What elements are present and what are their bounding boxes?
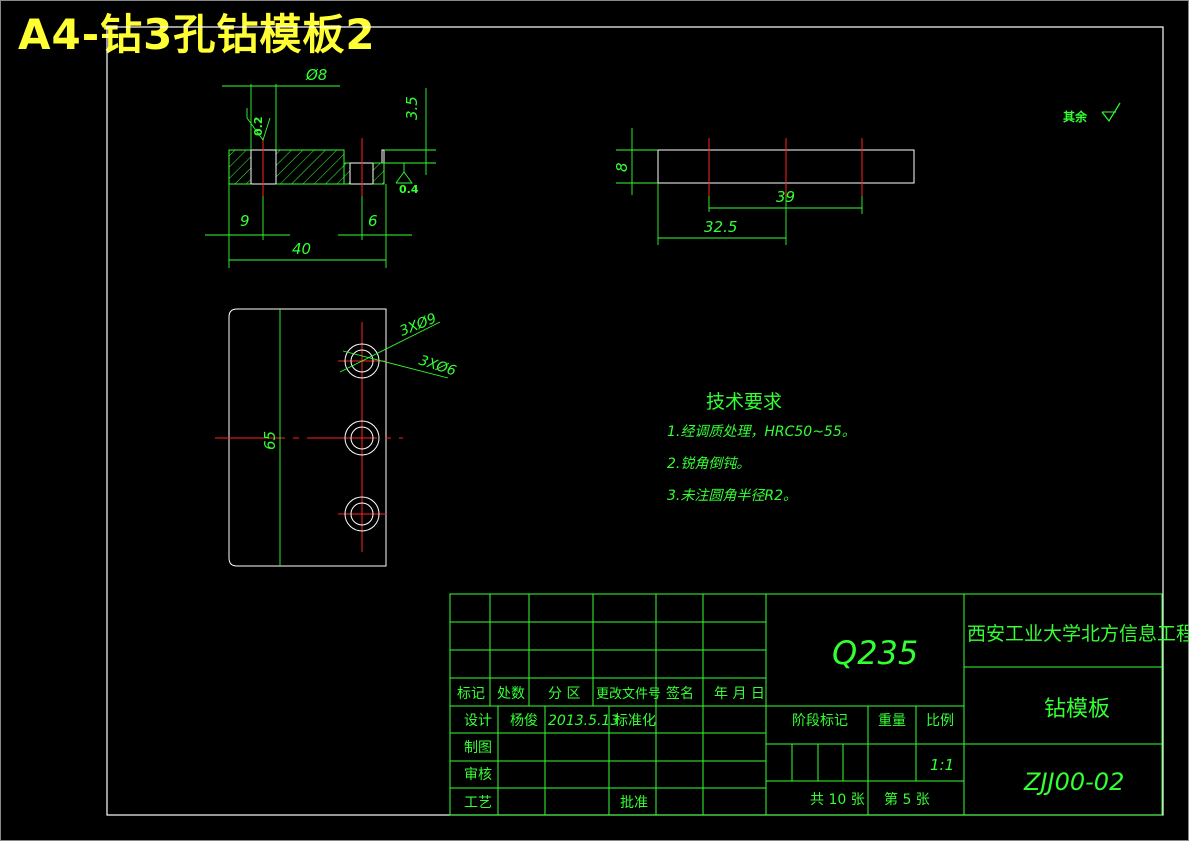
section-hatch-mid [275,149,345,185]
lbl-approve: 批准 [620,795,648,811]
hdr-nianyueri: 年 月 日 [714,686,765,702]
val-date: 2013.5.13 [548,713,619,729]
dim-right6: 6 [368,212,378,230]
hdr-biaoji: 标记 [457,686,485,702]
dim-left9: 9 [240,212,250,230]
company-name: 西安工业大学北方信息工程学院 [967,623,1189,645]
material: Q235 [832,634,918,672]
val-sheets: 共 10 张 [810,792,865,808]
hole-mid-inner [350,426,374,450]
lbl-process: 工艺 [464,795,492,811]
lbl-design: 设计 [464,713,492,729]
tech-req-item-3: 3.未注圆角半径R2。 [667,488,797,504]
lbl-weight: 重量 [878,713,906,729]
hdr-chushu: 处数 [497,686,525,702]
dim-overall40: 40 [292,240,311,258]
part-name: 钻模板 [1044,697,1110,722]
tech-req-heading: 技术要求 [706,391,782,413]
val-designer: 杨俊 [510,713,538,729]
plan-view-outline [228,308,387,567]
roughness-check-icon [1101,102,1121,123]
qiyu-label: 其余 [1063,109,1088,124]
tech-req-item-1: 1.经调质处理，HRC50~55。 [667,424,856,440]
val-scale: 1:1 [930,756,954,774]
hdr-qianming: 签名 [666,685,694,702]
val-sheet-no: 第 5 张 [884,791,930,808]
drill-holes [344,343,380,532]
lbl-draw: 制图 [464,740,492,756]
title-block-grid [449,593,1163,816]
dim-65: 65 [261,431,279,450]
tech-req-item-2: 2.锐角倒钝。 [667,456,750,472]
hole-bottom-outer [344,496,380,532]
hole-top-outer [344,343,380,379]
hdr-fenqu: 分 区 [548,686,580,702]
hole-top-inner [350,349,374,373]
front-view-dimensions [205,84,436,268]
side-view-dimensions [616,128,863,245]
roughness-default-mark: 其余 [1063,102,1121,124]
drawing-number: ZJJ00-02 [1023,768,1124,796]
lbl-standard: 标准化 [614,713,656,729]
lbl-review: 审核 [464,767,492,783]
hole-mid-outer [344,420,380,456]
lbl-stage: 阶段标记 [792,713,848,729]
dim-32-5: 32.5 [704,218,737,236]
front-view [228,149,385,185]
plan-view-dimensions [279,309,449,566]
dim-depth: 3.5 [403,96,421,120]
section-hatch-mid2 [343,162,351,185]
dim-39: 39 [776,188,795,206]
lbl-scale: 比例 [926,713,954,729]
hole-bottom-inner [350,502,374,526]
section-hatch-right [372,162,385,185]
dim-thickness: 8 [613,162,631,172]
dim-dia8: Ø8 [305,66,327,84]
ra-face: 0.4 [399,183,419,196]
dim-hole1: 3XØ9 [398,311,439,340]
ra-bore: 0.2 [252,117,265,137]
hdr-genggai: 更改文件号 [596,687,661,702]
section-hatch-left [228,149,252,185]
drawing-title: A4-钻3孔钻模板2 [18,10,376,59]
